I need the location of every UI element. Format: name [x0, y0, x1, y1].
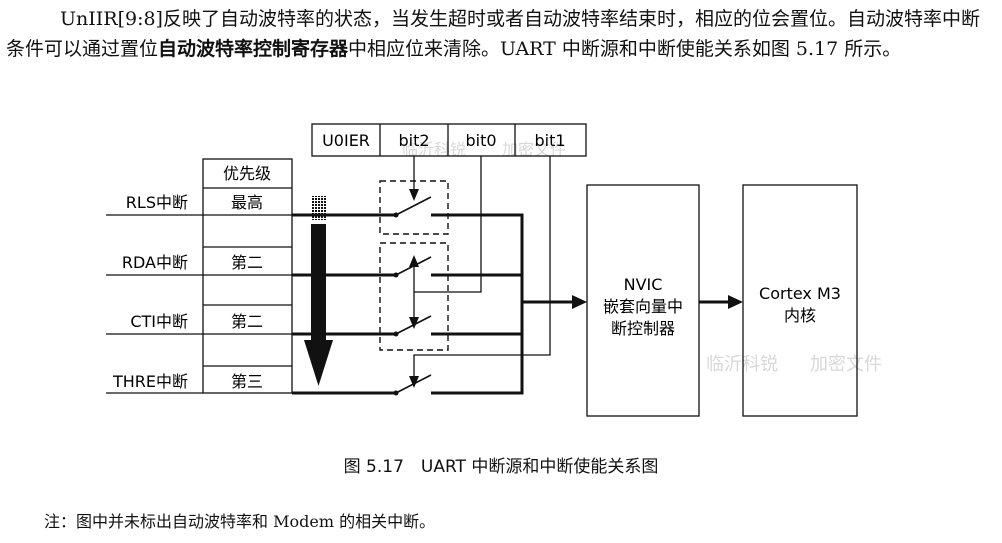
priority-arrow-dots	[311, 196, 326, 220]
priority-cti: 第二	[231, 312, 263, 331]
register-bit1: bit1	[534, 131, 565, 150]
watermark-top-2: 加密文件	[502, 140, 566, 159]
source-label-cti: CTI中断	[130, 312, 188, 331]
watermark-bottom-2: 加密文件	[810, 354, 882, 375]
source-label-thre: THRE中断	[112, 372, 188, 391]
interrupt-diagram: 临沂科锐 加密文件 临沂科锐 加密文件 U0IER bit2 bit0 bit1…	[106, 123, 882, 417]
figure-note: 注：图中并未标出自动波特率和 Modem 的相关中断。	[44, 512, 436, 531]
paragraph-text-2: 中相应位来清除。UART 中断源和中断使能关系如图 5.17 所示。	[348, 38, 902, 60]
nvic-line2: 嵌套向量中	[603, 297, 683, 316]
intro-paragraph: UnIIR[9:8]反映了自动波特率的状态，当发生超时或者自动波特率结束时，相应…	[6, 4, 996, 64]
register-bit2: bit2	[398, 131, 429, 150]
source-label-rls: RLS中断	[126, 193, 188, 212]
priority-rls: 最高	[231, 193, 263, 212]
signal-lines	[292, 213, 396, 395]
nvic-line3: 断控制器	[611, 319, 675, 338]
priority-arrow-head	[304, 340, 333, 386]
nvic-title: NVIC	[624, 275, 663, 294]
bus-arrowhead	[572, 295, 587, 309]
paragraph-text-1: UnIIR[9:8]反映了自动波特率的状态，当发生超时或者自动波特率结束时，相应…	[6, 8, 980, 60]
paragraph-bold-term: 自动波特率控制寄存器	[158, 38, 349, 60]
control-arrowheads	[409, 189, 419, 388]
priority-header: 优先级	[223, 164, 271, 183]
control-lines	[413, 156, 551, 382]
register-bit0: bit0	[465, 131, 496, 150]
merge-bus	[431, 213, 574, 395]
source-input-lines	[106, 214, 203, 394]
figure-caption: 图 5.17 UART 中断源和中断使能关系图	[343, 457, 659, 477]
nvic-to-core-arrowhead	[728, 295, 743, 309]
cortex-box	[742, 184, 858, 417]
watermark-top-1: 临沂科锐	[402, 140, 466, 159]
priority-arrow-shaft	[311, 224, 326, 350]
cortex-line2: 内核	[784, 306, 816, 325]
switch-pivots	[393, 212, 399, 396]
cortex-title: Cortex M3	[759, 284, 841, 303]
priority-thre: 第三	[231, 372, 263, 391]
register-table	[311, 123, 587, 157]
priority-rda: 第二	[231, 253, 263, 272]
source-label-rda: RDA中断	[122, 253, 188, 272]
register-name: U0IER	[322, 131, 370, 150]
watermark-bottom-1: 临沂科锐	[706, 354, 778, 375]
